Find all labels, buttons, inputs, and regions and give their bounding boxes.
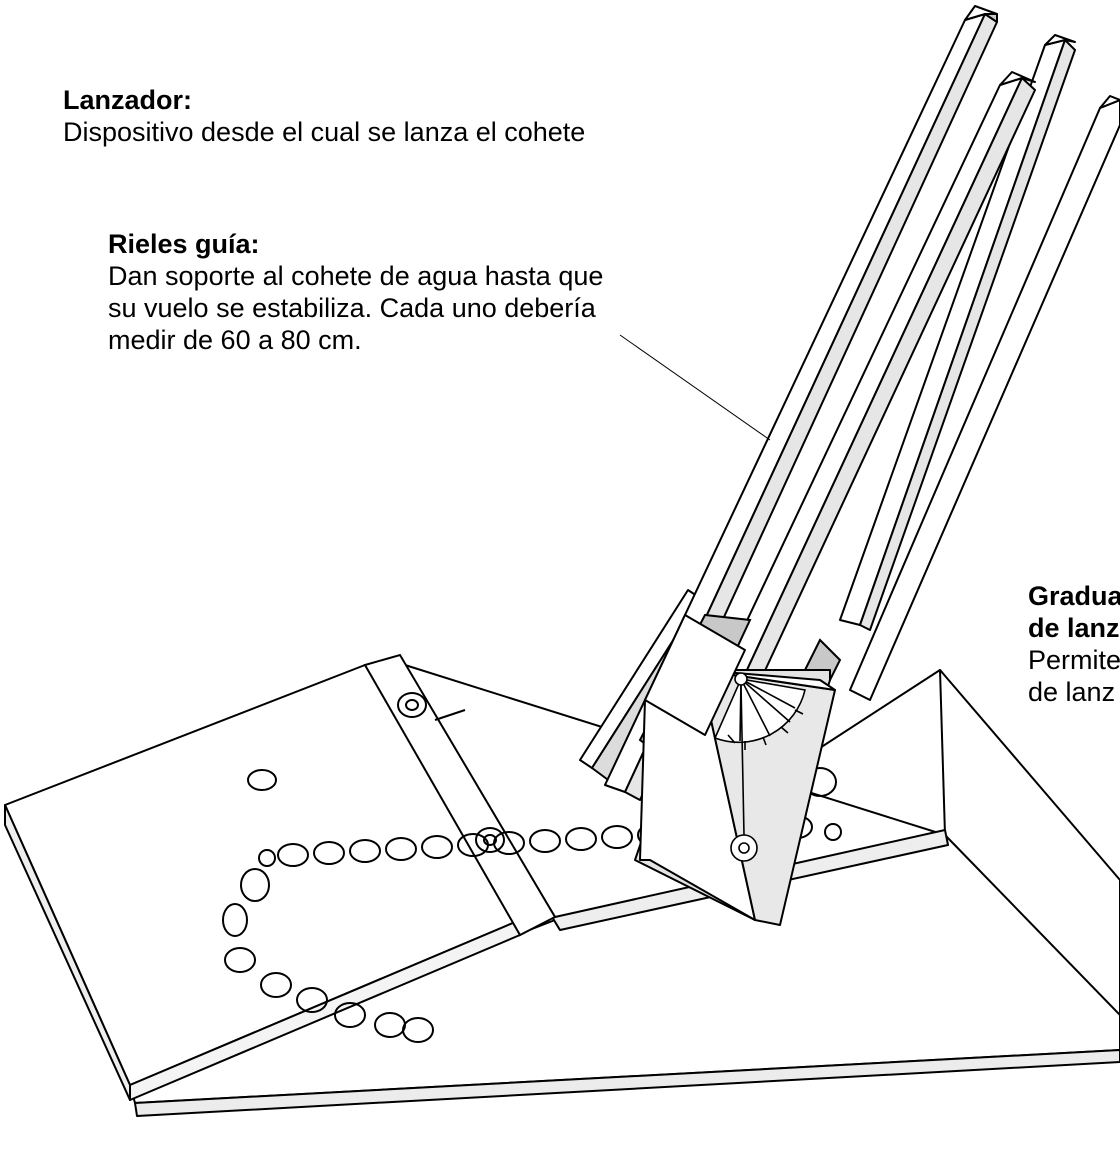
rails-description-line2: su vuelo se estabiliza. Cada uno debería	[108, 293, 596, 323]
launcher-description: Dispositivo desde el cual se lanza el co…	[63, 117, 586, 147]
chain-anchor	[258, 823, 842, 867]
rail-clamp	[644, 614, 746, 736]
launcher-title: Lanzador:	[63, 85, 193, 115]
rails-description-line1: Dan soporte al cohete de agua hasta que	[108, 261, 604, 291]
graduation-title-line1: Gradua	[1028, 581, 1120, 611]
hinge-strip	[363, 653, 557, 937]
graduation-label: Gradua de lanz Permite de lanz	[1028, 580, 1120, 708]
rails-title: Rieles guía:	[108, 229, 260, 259]
graduation-title-line2: de lanz	[1028, 613, 1120, 643]
angle-gauge	[713, 672, 806, 862]
launcher-label: Lanzador: Dispositivo desde el cual se l…	[63, 84, 585, 148]
rails-pointer-line	[619, 334, 771, 441]
graduation-description-line2: de lanz	[1028, 677, 1116, 707]
guide-rails	[604, 5, 1120, 801]
graduation-description-line1: Permite	[1028, 645, 1120, 675]
rails-description-line3: medir de 60 a 80 cm.	[108, 325, 362, 355]
rails-label: Rieles guía: Dan soporte al cohete de ag…	[108, 228, 603, 356]
